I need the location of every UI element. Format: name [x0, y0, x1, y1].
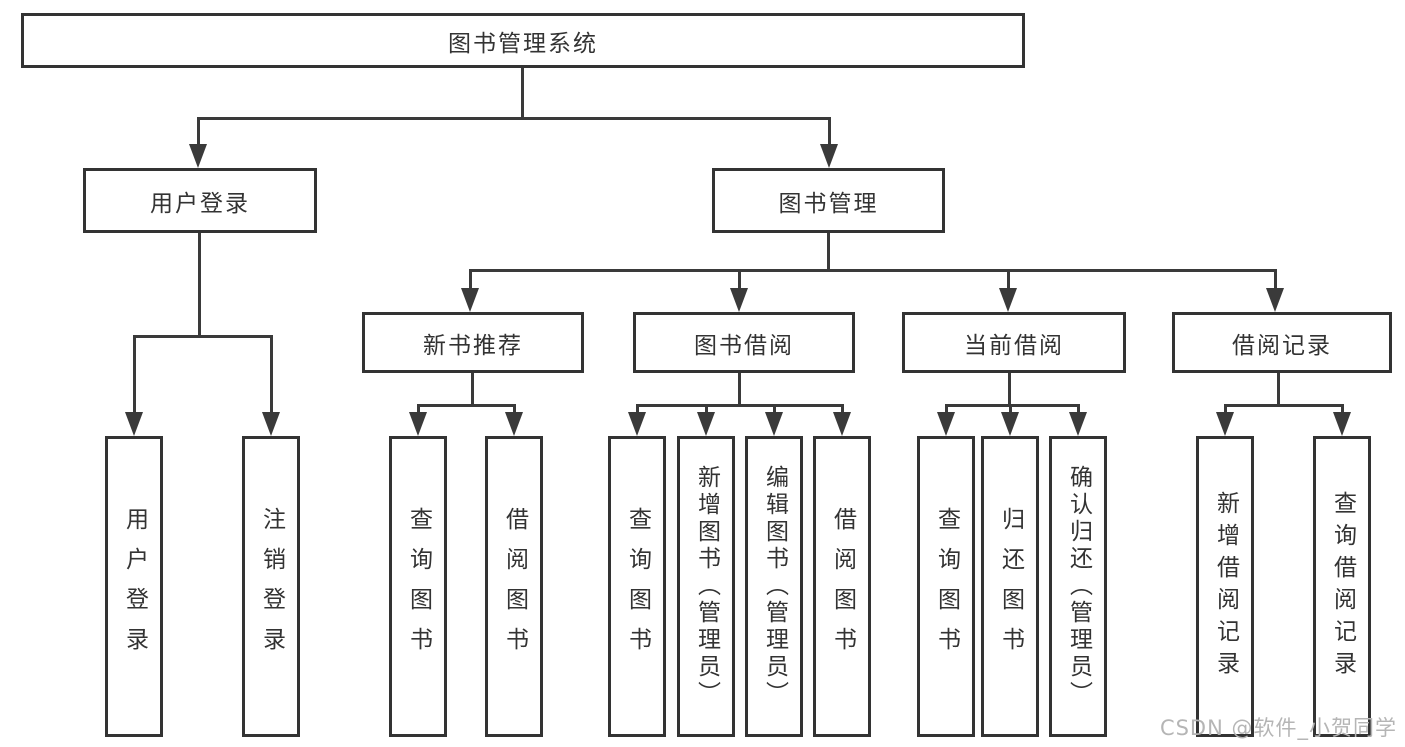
arrow-down — [125, 412, 143, 436]
leaf-current-return-books-label: 归还图书 — [997, 506, 1024, 667]
connector-line — [945, 404, 948, 415]
leaf-borrowing-edit-books-admin: 编辑图书（管理员） — [745, 436, 803, 737]
connector-line — [1077, 404, 1080, 415]
node-book-borrowing-label: 图书借阅 — [694, 332, 794, 359]
connector-line — [1224, 404, 1344, 407]
connector-line — [738, 269, 741, 291]
node-library-system: 图书管理系统 — [21, 13, 1025, 68]
leaf-user-login-label: 用户登录 — [121, 506, 148, 667]
leaf-recommend-borrow-books-label: 借阅图书 — [501, 506, 528, 667]
connector-line — [198, 233, 201, 338]
leaf-records-add-record: 新增借阅记录 — [1196, 436, 1254, 737]
connector-line — [513, 404, 516, 415]
leaf-logout-login-label: 注销登录 — [258, 506, 285, 667]
arrow-down — [262, 412, 280, 436]
arrow-down — [1266, 288, 1284, 312]
arrow-down — [730, 288, 748, 312]
leaf-borrowing-add-books-admin-label: 新增图书（管理员） — [693, 465, 720, 708]
node-book-management-label: 图书管理 — [778, 190, 879, 217]
node-borrowing-records-label: 借阅记录 — [1232, 332, 1332, 359]
leaf-current-query-books: 查询图书 — [917, 436, 975, 737]
connector-line — [471, 373, 474, 407]
node-user-login: 用户登录 — [83, 168, 317, 233]
connector-line — [636, 404, 844, 407]
node-book-management: 图书管理 — [712, 168, 945, 233]
connector-line — [197, 117, 200, 149]
connector-line — [197, 117, 831, 120]
connector-line — [469, 269, 472, 291]
leaf-current-confirm-return-admin: 确认归还（管理员） — [1049, 436, 1107, 737]
leaf-current-return-books: 归还图书 — [981, 436, 1039, 737]
arrow-down — [1216, 412, 1234, 436]
node-library-system-label: 图书管理系统 — [448, 30, 598, 57]
leaf-recommend-query-books-label: 查询图书 — [405, 506, 432, 667]
connector-line — [828, 117, 831, 149]
arrow-down — [461, 288, 479, 312]
leaf-borrowing-query-books-label: 查询图书 — [624, 506, 651, 667]
connector-line — [1008, 373, 1011, 407]
leaf-borrowing-borrow-books-label: 借阅图书 — [829, 506, 856, 667]
leaf-records-query-record: 查询借阅记录 — [1313, 436, 1371, 737]
connector-line — [773, 404, 776, 415]
connector-line — [469, 269, 1277, 272]
node-current-borrowing-label: 当前借阅 — [964, 332, 1064, 359]
leaf-records-query-record-label: 查询借阅记录 — [1329, 490, 1356, 683]
leaf-user-login: 用户登录 — [105, 436, 163, 737]
leaf-borrowing-add-books-admin: 新增图书（管理员） — [677, 436, 735, 737]
connector-line — [1277, 373, 1280, 407]
arrow-down — [937, 412, 955, 436]
node-book-borrowing: 图书借阅 — [633, 312, 855, 373]
node-current-borrowing: 当前借阅 — [902, 312, 1126, 373]
connector-line — [738, 373, 741, 407]
connector-line — [417, 404, 420, 415]
leaf-current-confirm-return-admin-label: 确认归还（管理员） — [1065, 465, 1092, 708]
node-user-login-label: 用户登录 — [150, 190, 250, 217]
connector-line — [270, 335, 273, 415]
leaf-recommend-borrow-books: 借阅图书 — [485, 436, 543, 737]
arrow-down — [833, 412, 851, 436]
arrow-down — [1069, 412, 1087, 436]
node-new-book-recommendation: 新书推荐 — [362, 312, 584, 373]
connector-line — [1274, 269, 1277, 291]
leaf-current-query-books-label: 查询图书 — [933, 506, 960, 667]
connector-line — [1009, 404, 1012, 415]
connector-line — [1224, 404, 1227, 415]
connector-line — [827, 233, 830, 272]
connector-line — [133, 335, 136, 415]
leaf-records-add-record-label: 新增借阅记录 — [1212, 490, 1239, 683]
leaf-borrowing-borrow-books: 借阅图书 — [813, 436, 871, 737]
leaf-borrowing-query-books: 查询图书 — [608, 436, 666, 737]
connector-line — [705, 404, 708, 415]
leaf-logout-login: 注销登录 — [242, 436, 300, 737]
watermark: CSDN @软件_小贺同学 — [1159, 716, 1397, 740]
arrow-down — [189, 144, 207, 168]
arrow-down — [697, 412, 715, 436]
connector-line — [636, 404, 639, 415]
arrow-down — [409, 412, 427, 436]
connector-line — [133, 335, 273, 338]
connector-line — [521, 68, 524, 120]
arrow-down — [765, 412, 783, 436]
leaf-borrowing-edit-books-admin-label: 编辑图书（管理员） — [761, 465, 788, 708]
connector-line — [1341, 404, 1344, 415]
arrow-down — [1001, 412, 1019, 436]
arrow-down — [1333, 412, 1351, 436]
arrow-down — [505, 412, 523, 436]
arrow-down — [820, 144, 838, 168]
connector-line — [841, 404, 844, 415]
connector-line — [1007, 269, 1010, 291]
leaf-recommend-query-books: 查询图书 — [389, 436, 447, 737]
connector-line — [945, 404, 1080, 407]
arrow-down — [628, 412, 646, 436]
node-borrowing-records: 借阅记录 — [1172, 312, 1392, 373]
connector-line — [417, 404, 516, 407]
node-new-book-recommendation-label: 新书推荐 — [423, 332, 523, 359]
arrow-down — [999, 288, 1017, 312]
